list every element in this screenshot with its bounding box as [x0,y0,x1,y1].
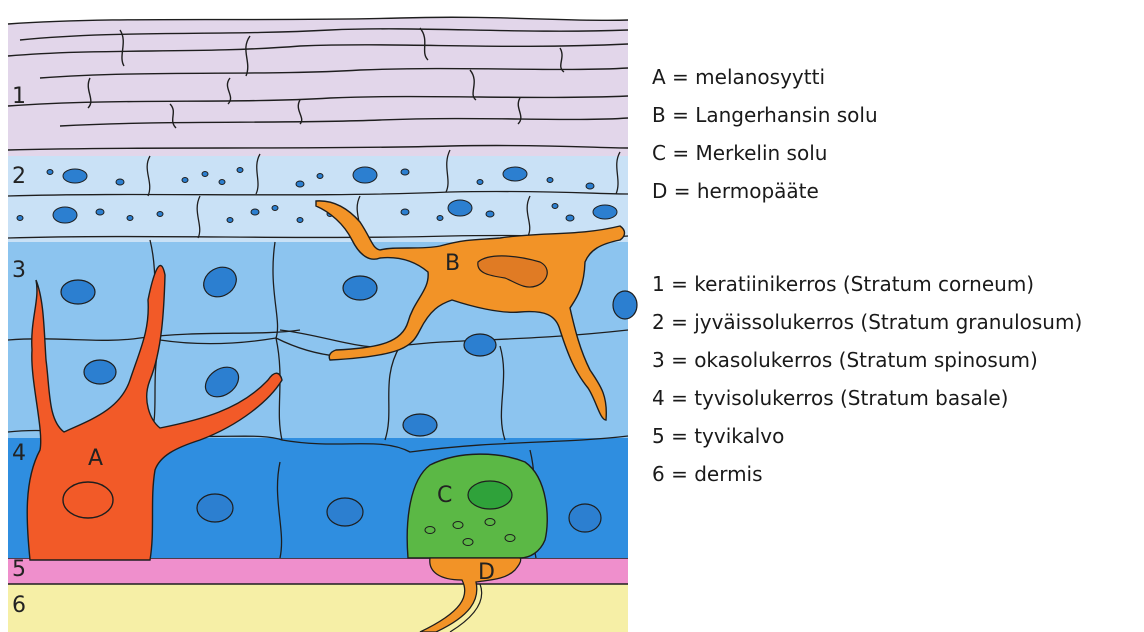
legend: A = melanosyytti B = Langerhansin solu C… [652,58,1142,493]
label-c: C [437,483,452,508]
layer-number-1: 1 [12,84,26,109]
legend-layer-6: 6 = dermis [652,455,1142,493]
layer-number-3: 3 [12,258,26,283]
layer-number-6: 6 [12,593,26,618]
label-b: B [445,251,460,276]
legend-layer-2: 2 = jyväissolukerros (Stratum granulosum… [652,303,1142,341]
layer-number-5: 5 [12,557,26,582]
basement-membrane-layer [8,558,628,584]
layer-number-2: 2 [12,164,26,189]
legend-layer-1: 1 = keratiinikerros (Stratum corneum) [652,265,1142,303]
legend-cell-d: D = hermopääte [652,172,1142,210]
legend-cell-b: B = Langerhansin solu [652,96,1142,134]
stratum-granulosum-layer [8,150,628,242]
merkel-nucleus [468,481,512,509]
melanocyte-nucleus [63,482,113,518]
legend-cell-a: A = melanosyytti [652,58,1142,96]
legend-layer-4: 4 = tyvisolukerros (Stratum basale) [652,379,1142,417]
skin-layers-diagram: 1 2 3 4 5 6 A B C D [0,0,640,632]
label-a: A [88,446,103,471]
legend-spacer [652,210,1142,265]
legend-layer-3: 3 = okasolukerros (Stratum spinosum) [652,341,1142,379]
layer-number-4: 4 [12,441,26,466]
label-d: D [478,560,495,585]
dermis-layer [8,583,628,632]
legend-layer-5: 5 = tyvikalvo [652,417,1142,455]
stratum-corneum-layer [8,17,628,156]
legend-cell-c: C = Merkelin solu [652,134,1142,172]
